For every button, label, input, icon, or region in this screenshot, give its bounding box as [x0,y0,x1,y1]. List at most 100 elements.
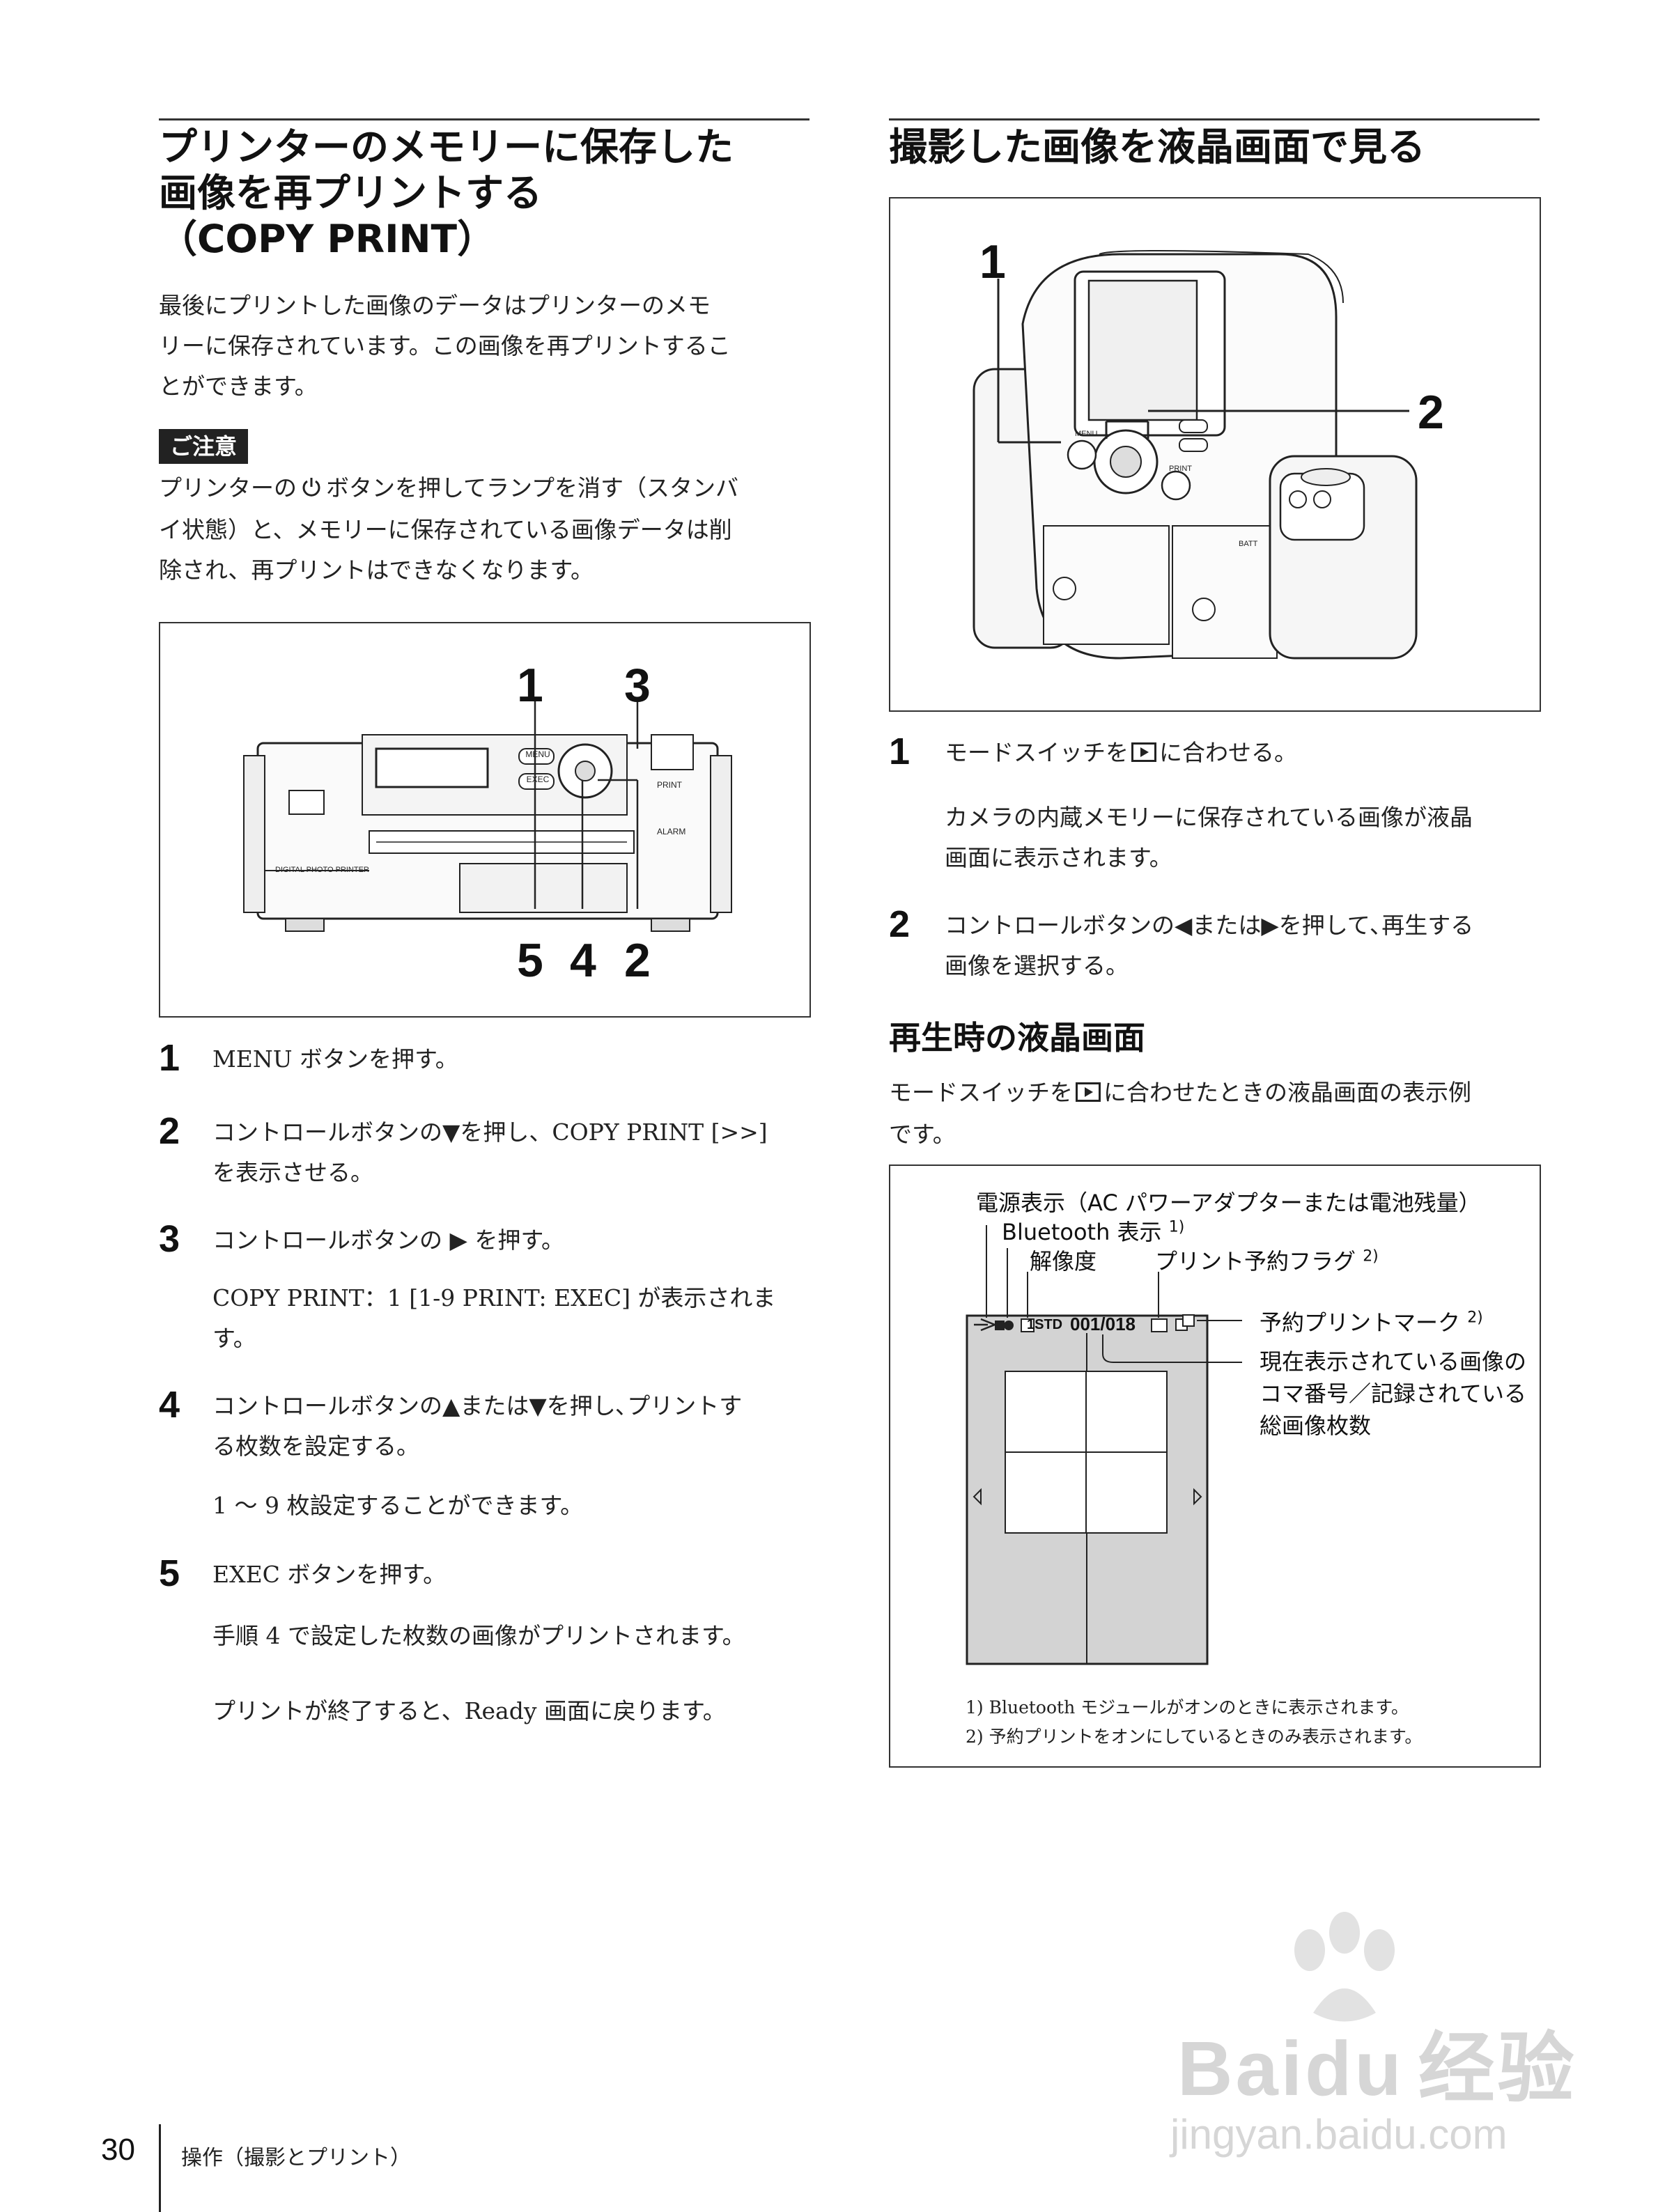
step-line: モードスイッチを に合わせる。 [945,733,1544,774]
callout-frame-line: 現在表示されている画像の [1260,1348,1527,1375]
step-text: コントロールボタンの▼を押し、COPY PRINT [>>] を表示させる。 [212,1112,826,1193]
watermark-brand-text: Baidu [1177,2026,1404,2112]
intro-line: 最後にプリントした画像のデータはプリンターのメモ [159,292,711,319]
paw-icon [1294,1912,1395,2022]
step-sub-line: プリントが終了すると、Ready 画面に戻ります。 [212,1697,726,1724]
caution-line: 除され、再プリントはできなくなります。 [159,556,594,584]
step-line: を表示させる。 [212,1159,373,1186]
right-title: 撮影した画像を液晶画面で見る [889,125,1426,169]
step-text: コントロールボタンの◀または▶を押して､再生する 画像を選択する。 [945,905,1544,986]
footnote-ref: 1) [1168,1218,1185,1236]
step-number: 2 [159,1110,180,1152]
caution-line: イ状態）と、メモリーに保存されている画像データは削 [159,516,732,543]
figure-number: 2 [624,934,651,987]
callout-bluetooth: Bluetooth 表示 1) [1002,1215,1184,1247]
step-number: 2 [889,903,911,945]
printer-figure: DIGITAL PHOTO PRINTER MENU EXEC PRINT AL… [159,622,811,1018]
right-title-rule [889,118,1540,120]
figure-number: 2 [1418,386,1444,439]
step-line: コントロールボタンの▲または▼を押し､プリントす [212,1392,743,1419]
step-line: EXEC ボタンを押す。 [212,1561,447,1588]
figure-number: 1 [517,659,543,712]
printer-print-label: PRINT [657,780,682,790]
camera-menu-label: MENU [1075,430,1098,438]
caution-label: ご注意 [159,429,249,464]
printer-model-label: DIGITAL PHOTO PRINTER [275,866,369,874]
footnote: 2) 予約プリントをオンにしているときのみ表示されます。 [966,1727,1423,1747]
step-text: EXEC ボタンを押す。 [212,1555,826,1595]
lcd-intro-line: です。 [889,1121,956,1148]
caution-line-pre: プリンターの [159,474,297,501]
figure-number: 1 [979,235,1006,288]
step-sub-line: 手順 4 で設定した枚数の画像がプリントされます。 [212,1622,745,1649]
lcd-subheading: 再生時の液晶画面 [889,1019,1145,1057]
watermark-url: jingyan.baidu.com [1170,2111,1508,2158]
playback-icon [1131,734,1156,774]
step-number: 1 [159,1037,180,1079]
step-line: る枚数を設定する。 [212,1433,419,1460]
lcd-intro: モードスイッチを に合わせたときの液晶画面の表示例 です。 [889,1073,1544,1155]
left-intro: 最後にプリントした画像のデータはプリンターのメモ リーに保存されています。この画… [159,286,814,407]
page-number: 30 [101,2133,135,2167]
lcd-figure: 1STD 001/018 電源表示（AC パワーアダプターまたは電池残量） Bl… [889,1165,1541,1768]
left-title: プリンターのメモリーに保存した 画像を再プリントする （COPY PRINT） [159,124,814,262]
footer-divider [159,2124,161,2212]
step-text: コントロールボタンの▲または▼を押し､プリントす る枚数を設定する。 [212,1386,826,1467]
step-sub-line: 画面に表示されます。 [945,844,1172,871]
step-line-post: に合わせる。 [1159,739,1297,766]
step-line: コントロールボタンの◀または▶を押して､再生する [945,912,1474,939]
intro-line: とができます。 [159,373,318,400]
step-number: 1 [889,731,911,772]
callout-resolution: 解像度 [1030,1248,1097,1275]
step-text: MENU ボタンを押す。 [212,1039,826,1080]
lcd-intro-line: モードスイッチを に合わせたときの液晶画面の表示例 [889,1073,1544,1114]
step-sub-line: カメラの内蔵メモリーに保存されている画像が液晶 [945,804,1473,831]
step-text: モードスイッチを に合わせる。 [945,733,1544,774]
step-subtext: カメラの内蔵メモリーに保存されている画像が液晶 画面に表示されます。 [945,797,1544,878]
step-text: コントロールボタンの ▶ を押す。 [212,1220,826,1261]
callout-frame-number: 現在表示されている画像の コマ番号／記録されている 総画像枚数 [1260,1346,1526,1442]
res-indicator: 1STD [1027,1317,1063,1332]
step-line: MENU ボタンを押す。 [212,1045,458,1073]
step-subtext: COPY PRINT：1 [1-9 PRINT: EXEC] が表示されま す。 [212,1278,826,1359]
step-sub-line: す。 [212,1325,256,1352]
callout-print-flag: プリント予約フラグ 2) [1155,1244,1379,1276]
left-title-line: （COPY PRINT） [159,217,496,261]
footnote: 1) Bluetooth モジュールがオンのときに表示されます。 [966,1697,1409,1718]
step-subtext: 手順 4 で設定した枚数の画像がプリントされます。 [212,1616,826,1656]
watermark-brand-cn: 经验 [1418,2024,1577,2113]
step-line: コントロールボタンの▼を押し、COPY PRINT [>>] [212,1119,768,1146]
callout-print-flag-text: プリント予約フラグ [1155,1248,1356,1275]
step-sub-line: COPY PRINT：1 [1-9 PRINT: EXEC] が表示されま [212,1284,776,1311]
step-line-pre: モードスイッチを [945,739,1129,766]
caution-text: プリンターの ボタンを押してランプを消す（スタンバ イ状態）と、メモリーに保存さ… [159,468,821,591]
caution-line-post: ボタンを押してランプを消す（スタンバ [326,474,739,501]
caution-line: プリンターの ボタンを押してランプを消す（スタンバ [159,468,821,510]
left-title-line: 画像を再プリントする [159,171,543,215]
step-subtext: プリントが終了すると、Ready 画面に戻ります。 [212,1691,826,1731]
printer-illustration [243,700,732,932]
power-icon [301,469,322,510]
step-number: 5 [159,1552,180,1594]
intro-line: リーに保存されています。この画像を再プリントするこ [159,332,731,359]
step-subtext: 1 ～ 9 枚設定することができます。 [212,1486,826,1526]
footer-section: 操作（撮影とプリント） [181,2146,411,2170]
playback-icon [1076,1074,1101,1114]
left-title-line: プリンターのメモリーに保存した [159,125,734,169]
frame-counter: 001/018 [1070,1314,1136,1334]
figure-number: 4 [570,934,596,987]
callout-print-mark: 予約プリントマーク 2) [1260,1305,1483,1337]
footnote-ref: 2) [1467,1309,1483,1327]
camera-print-label: PRINT [1169,465,1192,473]
lcd-intro-post: に合わせたときの液晶画面の表示例 [1103,1079,1471,1106]
callout-power: 電源表示（AC パワーアダプターまたは電池残量） [976,1190,1481,1216]
step-line: 画像を選択する。 [945,952,1129,979]
camera-illustration [973,250,1418,660]
figure-number: 5 [517,934,543,987]
camera-batt-label: BATT [1239,540,1258,548]
step-sub-line: 1 ～ 9 枚設定することができます。 [212,1492,584,1519]
printer-alarm-label: ALARM [657,827,686,836]
callout-bluetooth-text: Bluetooth 表示 [1002,1219,1162,1245]
callout-print-mark-text: 予約プリントマーク [1260,1309,1461,1336]
